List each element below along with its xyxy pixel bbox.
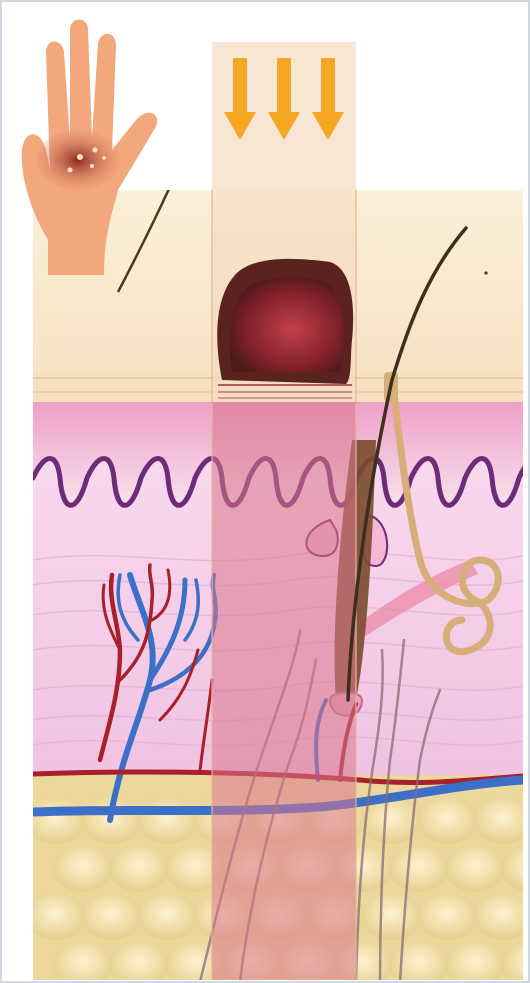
fat-cell	[25, 796, 85, 844]
arrow-shaft	[321, 58, 335, 114]
lesion-spot	[102, 156, 106, 160]
fat-cell	[53, 844, 113, 892]
fat-cell	[445, 844, 505, 892]
fat-cell	[361, 892, 421, 940]
fat-cell	[137, 892, 197, 940]
fat-cell	[109, 844, 169, 892]
lesion-spot	[90, 164, 94, 168]
fat-cell	[389, 844, 449, 892]
fat-cell	[137, 796, 197, 844]
fat-cell	[25, 892, 85, 940]
lesion-spot	[77, 154, 83, 160]
hand-lesion	[36, 130, 120, 190]
fat-cell	[417, 892, 477, 940]
speck	[484, 271, 487, 274]
fat-cell	[417, 796, 477, 844]
beam-deep-section	[212, 402, 356, 982]
ulcer-crater	[230, 277, 344, 372]
arrow-shaft	[233, 58, 247, 114]
lesion-spot	[93, 148, 98, 153]
arrow-group	[224, 58, 344, 140]
lesion-spot	[68, 168, 73, 173]
fat-cell	[81, 892, 141, 940]
arrow-shaft	[277, 58, 291, 114]
